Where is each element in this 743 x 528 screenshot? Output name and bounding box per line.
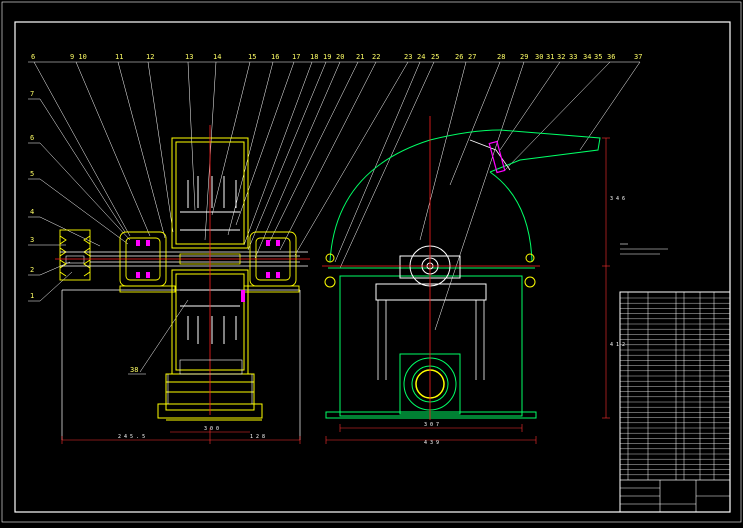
callout-left-7: 7: [30, 90, 34, 98]
callout-34: 34: [583, 53, 591, 61]
callout-32: 32: [557, 53, 565, 61]
callout-left-2: 2: [30, 266, 34, 274]
callout-17: 17: [292, 53, 300, 61]
casing-outline: [325, 129, 601, 419]
callout-38: 38: [130, 366, 138, 374]
left-center-lines: [55, 125, 310, 415]
left-dimensions: [61, 428, 301, 444]
left-bearing-hatch: [136, 240, 150, 278]
callout-left-6: 6: [30, 134, 34, 142]
callout-16: 16: [271, 53, 279, 61]
parts-list-table: [619, 291, 731, 513]
callout-29: 29: [520, 53, 528, 61]
callout-19: 19: [323, 53, 331, 61]
callout-left-4: 4: [30, 208, 34, 216]
callout-37: 37: [634, 53, 642, 61]
pulley: [59, 229, 91, 281]
callout-15: 15: [248, 53, 256, 61]
right-side-view: 3 0 7 4 3 9 3 4 6 4 1 2: [322, 116, 625, 446]
callout-27: 27: [468, 53, 476, 61]
callout-left-3: 3: [30, 236, 34, 244]
right-dimensions: [325, 137, 610, 444]
callout-35: 35: [594, 53, 602, 61]
right-bearing-hatch: [266, 240, 280, 278]
dim-right-height-upper: 3 4 6: [610, 196, 625, 202]
callout-left-1: 1: [30, 292, 34, 300]
callout-20: 20: [336, 53, 344, 61]
dim-left-center: 3 0 0: [204, 426, 219, 432]
callout-14: 14: [213, 53, 221, 61]
left-section-view: 2 4 5 . 5 3 0 0 1 2 8: [55, 125, 310, 444]
top-callout-row: 6 9 10 11 12 13 14 15 16 17 18 19 20 21 …: [28, 53, 642, 63]
leader-lines: [33, 61, 641, 373]
technical-notes: [620, 243, 668, 255]
side-bearing-block: [375, 245, 487, 301]
callout-28: 28: [497, 53, 505, 61]
callout-30: 30: [535, 53, 543, 61]
main-shaft: [60, 251, 308, 267]
sheet-inner-frame: [14, 21, 731, 513]
callout-21: 21: [356, 53, 364, 61]
callout-18: 18: [310, 53, 318, 61]
callout-26: 26: [455, 53, 463, 61]
callout-12: 12: [146, 53, 154, 61]
title-block: [620, 479, 730, 512]
dim-left-overall: 2 4 5 . 5: [118, 434, 145, 440]
callout-11: 11: [115, 53, 123, 61]
callout-23: 23: [404, 53, 412, 61]
dim-right-width-inner: 3 0 7: [424, 422, 439, 428]
callout-36: 36: [607, 53, 615, 61]
dim-left-right: 1 2 8: [250, 434, 265, 440]
callout-25: 25: [431, 53, 439, 61]
callout-6: 6: [31, 53, 35, 61]
callout-9-10: 9 10: [70, 53, 87, 61]
left-callout-column: 7 6 5 4 3 2 1: [28, 90, 40, 302]
callout-13: 13: [185, 53, 193, 61]
callout-33: 33: [569, 53, 577, 61]
dim-right-height-lower: 4 1 2: [610, 342, 625, 348]
dim-right-width-outer: 4 3 9: [424, 440, 439, 446]
callout-31: 31: [546, 53, 554, 61]
callout-22: 22: [372, 53, 380, 61]
callout-24: 24: [417, 53, 425, 61]
callout-left-5: 5: [30, 170, 34, 178]
